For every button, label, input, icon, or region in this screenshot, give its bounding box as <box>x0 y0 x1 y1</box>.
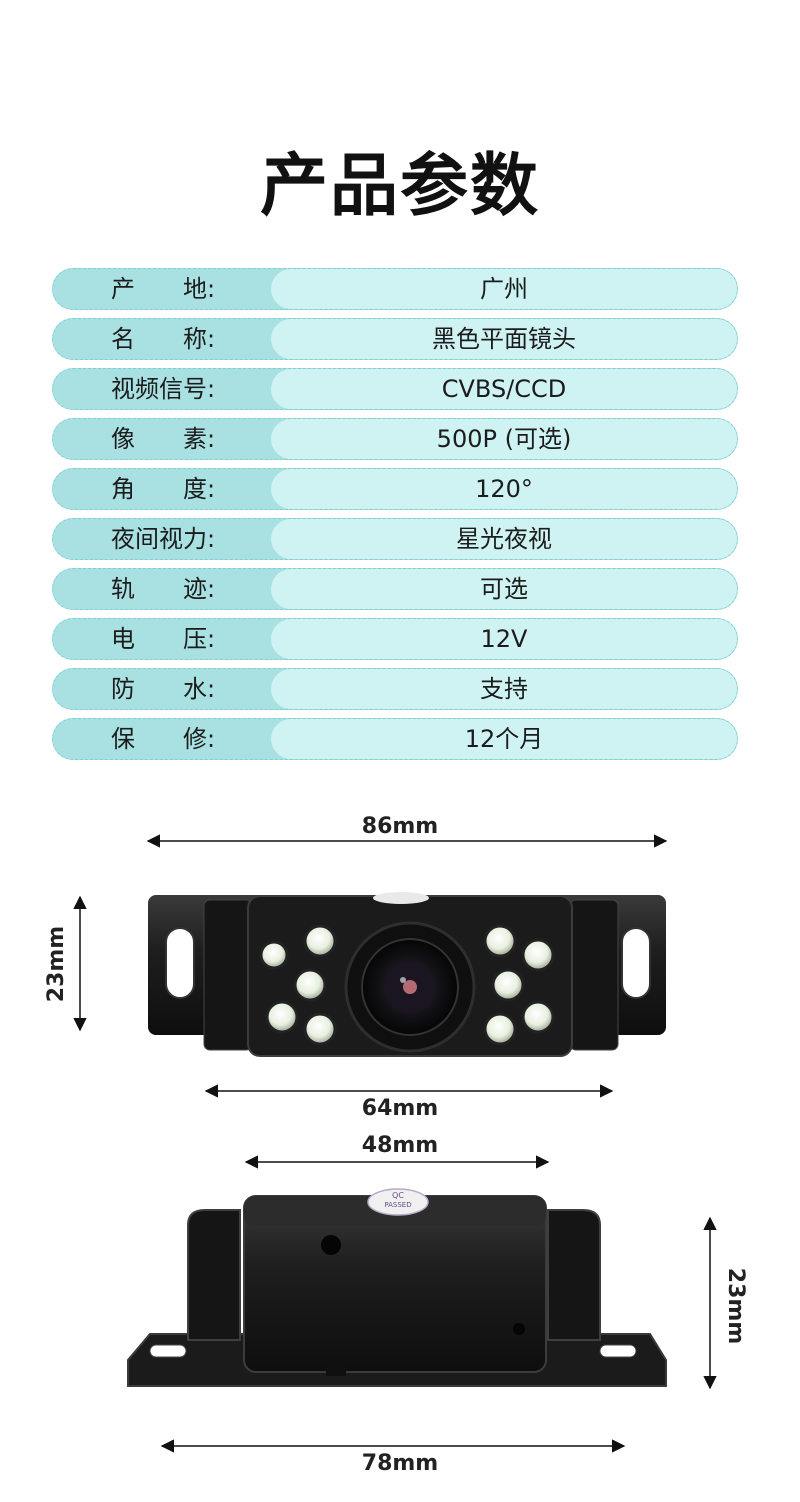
spec-value: 可选 <box>480 575 528 603</box>
camera-front-view <box>148 892 666 1057</box>
qc-sticker <box>367 1188 429 1216</box>
spec-row: 保 修: 12个月 <box>52 718 738 760</box>
spec-label: 视频信号: <box>111 375 216 403</box>
spec-label: 轨 迹: <box>111 575 216 603</box>
spec-value: 广州 <box>480 275 528 303</box>
qc-sticker-text: QC <box>392 1191 404 1200</box>
spec-label: 像 素: <box>111 425 216 453</box>
dim-label-back-height: 23mm <box>723 1267 748 1345</box>
spec-value: 120° <box>475 475 533 503</box>
spec-label: 角 度: <box>111 475 216 503</box>
spec-label: 产 地: <box>111 275 216 303</box>
qc-sticker-subtext: PASSED <box>384 1201 412 1209</box>
spec-row: 电 压: 12V <box>52 618 738 660</box>
spec-value: 12个月 <box>464 725 544 753</box>
spec-label: 保 修: <box>111 725 216 753</box>
camera-back-view <box>127 1188 667 1387</box>
spec-row: 视频信号: CVBS/CCD <box>52 368 738 410</box>
dim-label-back-top: 48mm <box>361 1133 439 1158</box>
dim-label-front-height: 23mm <box>44 925 69 1003</box>
spec-row: 名 称: 黑色平面镜头 <box>52 318 738 360</box>
spec-value: 星光夜视 <box>456 525 552 553</box>
dim-label-front-inner: 64mm <box>361 1096 439 1121</box>
dim-label-front-width: 86mm <box>361 814 439 839</box>
spec-value: CVBS/CCD <box>441 375 567 403</box>
page-title: 产品参数 <box>259 147 540 226</box>
spec-label: 电 压: <box>111 625 216 653</box>
spec-value: 12V <box>480 625 528 653</box>
spec-label: 防 水: <box>111 675 216 703</box>
spec-label: 夜间视力: <box>111 525 216 553</box>
spec-row: 夜间视力: 星光夜视 <box>52 518 738 560</box>
spec-table: 产 地: 广州 名 称: 黑色平面镜头 视频信号: CVBS/CCD 像 素: 500P… <box>52 268 738 768</box>
spec-label: 名 称: <box>111 325 216 353</box>
spec-row: 像 素: 500P (可选) <box>52 418 738 460</box>
spec-row: 产 地: 广州 <box>52 268 738 310</box>
dim-label-back-width: 78mm <box>361 1451 439 1476</box>
spec-value: 500P (可选) <box>436 425 572 453</box>
spec-row: 角 度: 120° <box>52 468 738 510</box>
spec-row: 防 水: 支持 <box>52 668 738 710</box>
spec-value: 支持 <box>480 675 528 703</box>
spec-value: 黑色平面镜头 <box>432 325 576 353</box>
spec-row: 轨 迹: 可选 <box>52 568 738 610</box>
